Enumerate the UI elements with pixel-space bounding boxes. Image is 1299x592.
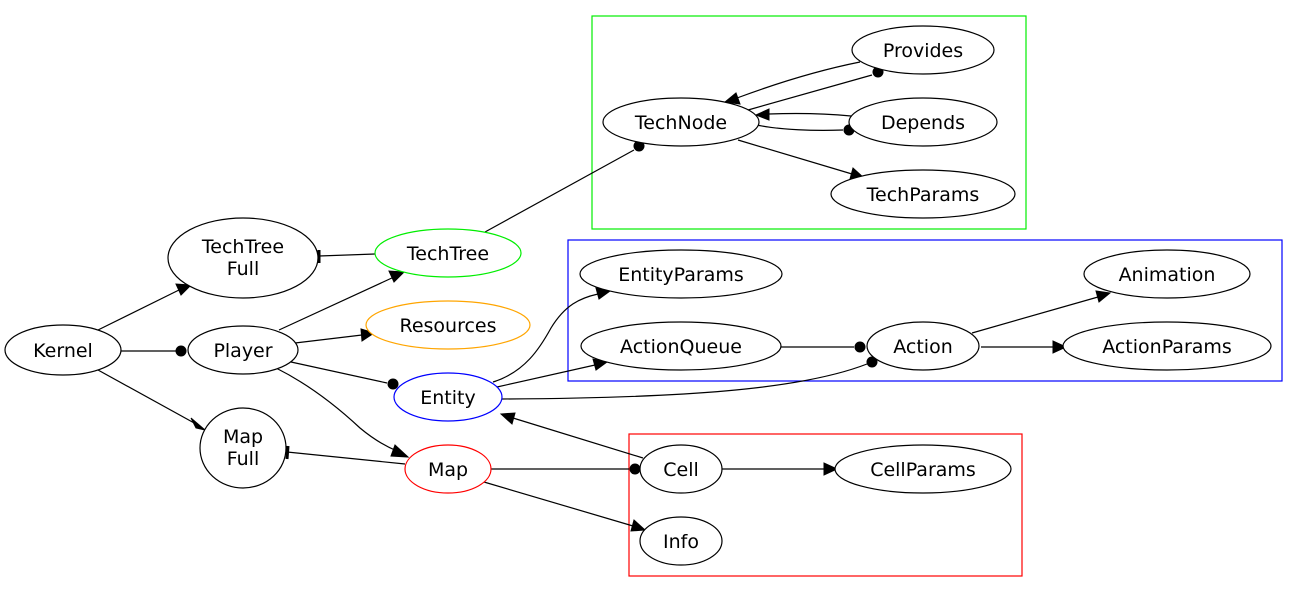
node-actionqueue[interactable]: ActionQueue bbox=[580, 321, 782, 371]
node-label: Resources bbox=[399, 315, 496, 337]
node-map[interactable]: Map bbox=[404, 444, 492, 494]
node-entity[interactable]: Entity bbox=[393, 372, 503, 422]
node-label: CellParams bbox=[870, 459, 976, 481]
node-animation[interactable]: Animation bbox=[1083, 249, 1251, 299]
edge-kernel-map-full bbox=[97, 369, 197, 425]
edge-entity-actionqueue bbox=[496, 364, 596, 388]
arrowhead bbox=[823, 462, 839, 476]
node-label: Provides bbox=[883, 40, 963, 62]
node-label: Info bbox=[663, 531, 699, 553]
arrowhead bbox=[1095, 290, 1112, 303]
node-label: Player bbox=[213, 340, 272, 362]
edge-cell-entity bbox=[512, 417, 644, 459]
edge-map-map-full bbox=[286, 451, 406, 465]
node-cellparams[interactable]: CellParams bbox=[834, 444, 1012, 494]
arrowhead bbox=[175, 283, 193, 296]
edge-player-resources bbox=[294, 334, 363, 344]
node-info[interactable]: Info bbox=[639, 516, 723, 566]
dot-head bbox=[866, 356, 878, 368]
edge-entity-action bbox=[501, 363, 868, 400]
edge-technode-provides bbox=[747, 74, 873, 111]
cluster-tech bbox=[591, 15, 1027, 230]
edge-player-entity bbox=[290, 361, 388, 384]
node-label: Depends bbox=[881, 112, 965, 134]
node-actionparams[interactable]: ActionParams bbox=[1062, 321, 1272, 371]
node-label: Entity bbox=[420, 387, 475, 409]
node-depends[interactable]: Depends bbox=[848, 97, 998, 147]
tee-head bbox=[285, 445, 290, 460]
edges bbox=[97, 61, 1112, 532]
node-label-line-2: Full bbox=[227, 258, 260, 280]
node-label-line-2: Full bbox=[227, 448, 260, 470]
dot-head bbox=[175, 345, 187, 357]
arrowhead bbox=[190, 417, 206, 431]
arrowhead bbox=[390, 444, 410, 458]
edge-techtree-technode bbox=[484, 149, 635, 233]
node-label: ActionParams bbox=[1102, 336, 1232, 358]
arrowhead bbox=[630, 519, 647, 532]
node-action[interactable]: Action bbox=[866, 321, 980, 371]
node-provides[interactable]: Provides bbox=[851, 25, 995, 75]
node-player[interactable]: Player bbox=[187, 325, 299, 375]
node-label: TechParams bbox=[866, 184, 980, 206]
node-techtree-full[interactable]: TechTree Full bbox=[167, 217, 319, 299]
node-techtree[interactable]: TechTree bbox=[374, 228, 522, 278]
node-kernel[interactable]: Kernel bbox=[4, 324, 122, 376]
arrowhead bbox=[388, 270, 406, 283]
node-technode[interactable]: TechNode bbox=[602, 97, 760, 147]
cluster-entity bbox=[567, 239, 1283, 382]
dot-head bbox=[854, 341, 866, 353]
node-label: Kernel bbox=[33, 340, 93, 362]
edge-map-info bbox=[483, 481, 634, 527]
node-techparams[interactable]: TechParams bbox=[830, 169, 1016, 219]
arrowhead bbox=[723, 92, 741, 105]
dot-head bbox=[387, 378, 399, 390]
node-label: Animation bbox=[1119, 264, 1216, 286]
edge-depends-technode bbox=[768, 112, 852, 117]
node-label: Action bbox=[893, 336, 953, 358]
edge-technode-techparams bbox=[737, 139, 853, 175]
arrowhead bbox=[754, 108, 770, 121]
node-entityparams[interactable]: EntityParams bbox=[579, 249, 783, 299]
arrowhead bbox=[1052, 340, 1068, 354]
edge-action-animation bbox=[971, 296, 1099, 334]
arrowhead bbox=[499, 412, 516, 425]
edge-technode-depends bbox=[756, 124, 844, 131]
node-label: Map bbox=[428, 459, 468, 481]
edge-techtree-techtree-full bbox=[318, 253, 376, 257]
node-resources[interactable]: Resources bbox=[365, 300, 531, 350]
node-map-full[interactable]: Map Full bbox=[199, 407, 287, 489]
node-cell[interactable]: Cell bbox=[639, 444, 723, 494]
edge-player-map bbox=[275, 367, 398, 452]
node-label: TechNode bbox=[634, 112, 727, 134]
node-label: TechTree bbox=[406, 243, 489, 265]
edge-player-techtree bbox=[278, 276, 395, 331]
node-label-line-1: Map bbox=[223, 426, 263, 448]
node-label: EntityParams bbox=[618, 264, 744, 286]
edge-kernel-techtree-full bbox=[97, 288, 182, 331]
dot-head bbox=[629, 463, 641, 475]
edge-provides-technode bbox=[736, 61, 861, 99]
node-label: Cell bbox=[663, 459, 699, 481]
cluster-map bbox=[628, 433, 1023, 577]
edge-entity-entityparams bbox=[492, 293, 599, 383]
node-label: ActionQueue bbox=[620, 336, 742, 358]
node-label-line-1: TechTree bbox=[201, 236, 284, 258]
